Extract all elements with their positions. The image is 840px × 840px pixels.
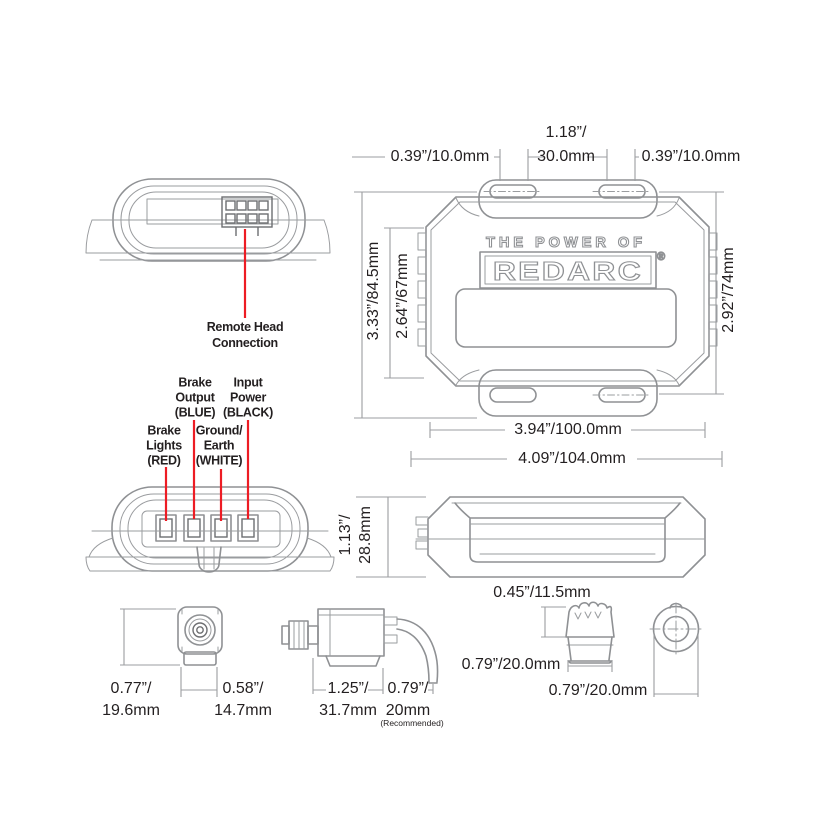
plug-side-view bbox=[281, 608, 439, 694]
remote-head-label-line1: Remote Head bbox=[206, 320, 284, 334]
label-input-power: Input Power (BLACK) bbox=[223, 376, 273, 421]
dim-cable-bend: 0.79”/ 20mm bbox=[386, 678, 430, 722]
cable-bend-mm: 20mm bbox=[385, 702, 431, 719]
profile-view bbox=[356, 496, 706, 578]
front-view: THE POWER OF REDARC ® bbox=[417, 179, 718, 417]
brake-output-line1: Brake bbox=[178, 375, 212, 390]
label-ground-earth: Ground/ Earth (WHITE) bbox=[196, 424, 243, 469]
brake-lights-line2: Lights bbox=[146, 438, 182, 453]
brake-lights-line1: Brake bbox=[147, 423, 181, 438]
input-power-line1: Input bbox=[233, 375, 263, 390]
dim-knob-height: 0.45”/11.5mm bbox=[493, 583, 591, 601]
plug-length-inches: 1.25”/ bbox=[327, 680, 369, 697]
knob-side-view bbox=[541, 601, 615, 672]
dim-bottom-outer: 4.09”/104.0mm bbox=[518, 449, 626, 467]
brand-tagline: THE POWER OF bbox=[486, 234, 646, 251]
dim-top-left: 0.39”/10.0mm bbox=[390, 147, 490, 165]
knob-top-view bbox=[649, 602, 703, 697]
plug-side-dimensions bbox=[312, 658, 434, 694]
side-fins bbox=[417, 232, 718, 347]
dim-left-outer: 3.33”/84.5mm bbox=[364, 241, 382, 341]
brake-output-line3: (BLUE) bbox=[174, 405, 216, 420]
brake-output-line2: Output bbox=[175, 390, 215, 405]
dim-top-center-inches: 1.18”/ bbox=[545, 123, 587, 141]
ground-earth-line1: Ground/ bbox=[195, 423, 243, 438]
dim-profile-height: 1.13”/ 28.8mm bbox=[336, 506, 376, 564]
wiring-leader-lines bbox=[164, 420, 250, 521]
end-view-wiring bbox=[85, 420, 335, 573]
plug-width-mm: 14.7mm bbox=[214, 702, 272, 719]
remote-head-pins bbox=[225, 200, 269, 236]
label-brake-lights: Brake Lights (RED) bbox=[146, 424, 182, 469]
dim-knob-diameter: 0.79”/20.0mm bbox=[548, 681, 648, 699]
dim-knob-width: 0.79”/20.0mm bbox=[461, 655, 561, 673]
plug-front-dimensions bbox=[120, 608, 218, 697]
brand-logo: REDARC bbox=[493, 256, 643, 286]
input-power-line2: Power bbox=[229, 390, 267, 405]
brake-lights-line3: (RED) bbox=[147, 453, 181, 468]
dim-plug-length: 1.25”/ 31.7mm bbox=[319, 678, 377, 722]
front-view-dimensions bbox=[352, 149, 724, 467]
knob-top-dimensions bbox=[653, 632, 699, 697]
cable-bend-note: (Recommended) bbox=[380, 718, 444, 729]
knob-side-dimensions bbox=[541, 606, 613, 672]
dim-right: 2.92”/74mm bbox=[719, 247, 737, 333]
profile-dimensions bbox=[356, 496, 426, 578]
dim-top-right: 0.39”/10.0mm bbox=[641, 147, 741, 165]
input-power-line3: (BLACK) bbox=[223, 405, 273, 420]
remote-head-label: Remote Head Connection bbox=[207, 319, 284, 351]
dim-bottom-inner: 3.94”/100.0mm bbox=[514, 420, 622, 438]
plug-height-mm: 19.6mm bbox=[102, 702, 160, 719]
cable-bend-inches: 0.79”/ bbox=[387, 680, 429, 697]
label-brake-output: Brake Output (BLUE) bbox=[175, 376, 216, 421]
plug-height-inches: 0.77”/ bbox=[110, 680, 152, 697]
ground-earth-line3: (WHITE) bbox=[195, 453, 243, 468]
end-view-remote-head bbox=[85, 178, 331, 318]
label-plate bbox=[455, 288, 677, 348]
ground-earth-line2: Earth bbox=[203, 438, 235, 453]
dim-left-inner: 2.64”/67mm bbox=[393, 253, 411, 339]
plug-front-view bbox=[120, 606, 223, 697]
profile-height-inches: 1.13”/ bbox=[337, 514, 354, 556]
profile-height-mm: 28.8mm bbox=[357, 506, 374, 564]
dim-plug-width: 0.58”/ 14.7mm bbox=[214, 678, 272, 722]
dim-top-center-mm: 30.0mm bbox=[537, 147, 595, 165]
plug-width-inches: 0.58”/ bbox=[222, 680, 264, 697]
remote-head-label-line2: Connection bbox=[212, 336, 278, 350]
registered-mark: ® bbox=[657, 251, 665, 263]
plug-length-mm: 31.7mm bbox=[319, 702, 377, 719]
terminals bbox=[155, 514, 259, 542]
cable bbox=[396, 618, 439, 684]
dim-plug-height: 0.77”/ 19.6mm bbox=[102, 678, 160, 722]
